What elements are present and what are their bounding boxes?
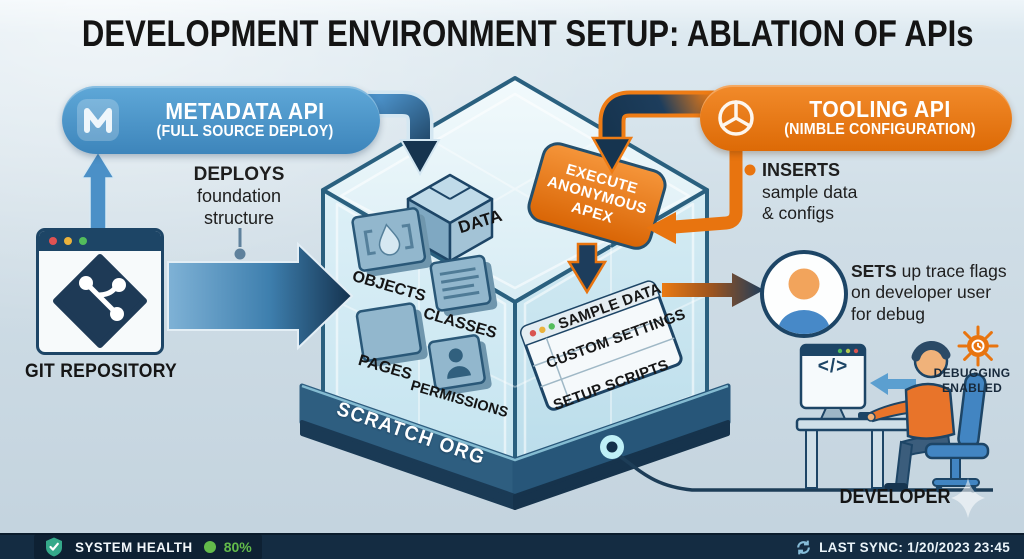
tooling-curve-arrow xyxy=(590,90,716,175)
shield-icon xyxy=(46,537,62,557)
scratch-org-base xyxy=(299,383,731,510)
objects-icon xyxy=(351,207,432,277)
deploys-note: DEPLOYS foundation structure xyxy=(177,163,301,230)
metadata-api-sublabel: (FULL SOURCE DEPLOY) xyxy=(156,123,334,141)
window-dot-red xyxy=(49,237,57,245)
pages-icon xyxy=(355,302,428,367)
inserts-note-keyword: INSERTS xyxy=(762,160,841,180)
classes-icon xyxy=(429,254,498,317)
panel-to-user-arrow xyxy=(662,273,764,307)
org-config-panel xyxy=(519,280,683,411)
metadata-api-icon xyxy=(77,99,119,141)
inserts-bullet xyxy=(744,164,756,176)
tooling-insert-arrow xyxy=(646,150,743,244)
status-bar: SYSTEM HEALTH 80% LAST SYNC: 1/20/2023 2… xyxy=(0,533,1024,559)
org-to-developer-cable xyxy=(613,450,993,492)
deploys-connector xyxy=(234,228,246,260)
system-health-chip: SYSTEM HEALTH 80% xyxy=(34,534,262,559)
sparkle-decoration xyxy=(951,478,985,518)
page-title: DEVELOPMENT ENVIRONMENT SETUP: ABLATION … xyxy=(81,13,974,54)
debugging-enabled-badge: DEBUGGING ENABLED xyxy=(933,366,1011,395)
deploy-arrow xyxy=(167,241,354,351)
permissions-icon xyxy=(427,334,492,396)
developer-scene xyxy=(795,341,990,493)
system-health-label: SYSTEM HEALTH xyxy=(75,539,193,555)
code-flow-arrow xyxy=(870,373,916,395)
metadata-api-badge: METADATA API (FULL SOURCE DEPLOY) xyxy=(62,86,380,154)
deploys-note-keyword: DEPLOYS xyxy=(193,164,285,185)
inserts-note: INSERTS sample data & configs xyxy=(762,160,858,224)
git-window-titlebar xyxy=(39,231,161,251)
bug-icon xyxy=(957,325,999,367)
git-icon xyxy=(53,254,147,348)
tooling-api-sublabel: (NIMBLE CONFIGURATION) xyxy=(784,121,976,139)
metadata-curve-arrow xyxy=(368,90,441,177)
org-port-center xyxy=(606,441,618,453)
git-repository-window xyxy=(36,228,164,355)
git-repository-label: GIT REPOSITORY xyxy=(24,360,178,382)
tooling-api-badge: TOOLING API (NIMBLE CONFIGURATION) xyxy=(700,85,1012,151)
health-status-value: 80% xyxy=(223,539,252,555)
sets-note-keyword: SETS xyxy=(851,261,897,281)
tooling-api-icon xyxy=(718,100,754,136)
window-dot-green xyxy=(79,237,87,245)
developer-label: DEVELOPER xyxy=(839,486,951,508)
last-sync-chip: LAST SYNC: 1/20/2023 23:45 xyxy=(795,539,1010,556)
metadata-api-label: METADATA API xyxy=(165,97,325,124)
code-icon: </> xyxy=(817,356,849,377)
execute-to-panel-arrow xyxy=(566,242,608,295)
window-dot-yellow xyxy=(64,237,72,245)
health-status-dot xyxy=(203,541,216,553)
developer-user-avatar xyxy=(760,250,848,338)
sync-icon xyxy=(797,540,810,554)
last-sync-label: LAST SYNC: 1/20/2023 23:45 xyxy=(819,539,1010,555)
tooling-api-label: TOOLING API xyxy=(809,95,951,122)
sets-note: SETS up trace flags on developer user fo… xyxy=(851,261,1007,324)
